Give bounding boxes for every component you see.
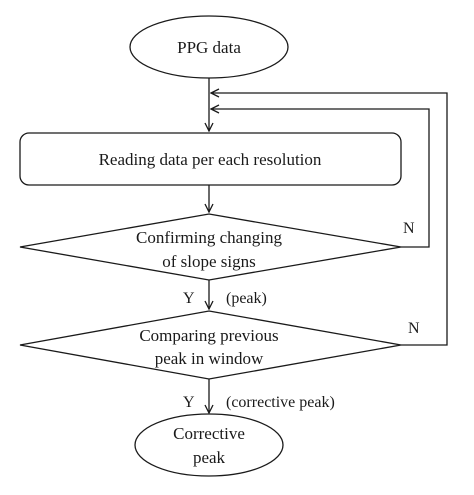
end-node-label-2: peak [193,448,226,467]
slope-decision-label-1: Confirming changing [136,228,282,247]
compare-no-label: N [408,320,420,337]
read-node [19,132,402,186]
compare-yes-note: (corrective peak) [226,394,335,411]
loop-compare-no [211,93,448,346]
loop-slope-no [211,109,430,248]
start-node-label: PPG data [177,38,241,57]
end-node [134,413,284,477]
slope-yes-label: Y [183,290,195,307]
read-node-label: Reading data per each resolution [99,150,322,169]
compare-decision-label-1: Comparing previous [139,326,278,345]
compare-decision-node [19,310,402,380]
slope-yes-note: (peak) [226,290,267,307]
slope-no-label: N [403,220,415,237]
compare-decision-label-2: peak in window [155,349,264,368]
end-node-label-1: Corrective [173,424,245,443]
compare-yes-label: Y [183,394,195,411]
slope-decision-label-2: of slope signs [162,252,256,271]
